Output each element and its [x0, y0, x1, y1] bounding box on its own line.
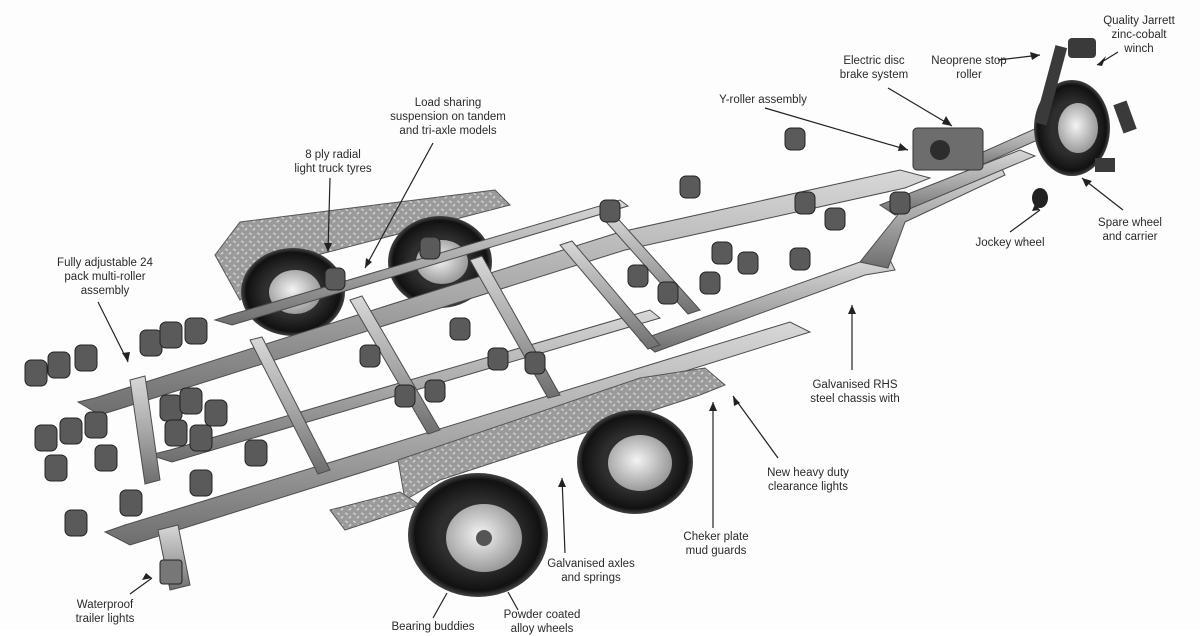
label-suspension: Load sharing suspension on tandem and tr…: [390, 97, 506, 137]
label-clearance: New heavy duty clearance lights: [767, 467, 849, 493]
winch-post: [1034, 38, 1137, 172]
jockey-wheel: [1032, 188, 1048, 208]
label-chassis: Galvanised RHS steel chassis with: [810, 379, 900, 405]
label-y-roller: Y-roller assembly: [719, 94, 807, 106]
label-brake: Electric disc brake system: [839, 55, 909, 81]
label-axles: Galvanised axles and springs: [547, 558, 635, 584]
label-buddies: Bearing buddies: [391, 621, 475, 633]
spare-wheel: [1034, 80, 1110, 176]
label-tyres: 8 ply radial light truck tyres: [294, 149, 372, 175]
label-jockey: Jockey wheel: [975, 237, 1045, 249]
chassis: [76, 119, 1061, 591]
label-alloy: Powder coated alloy wheels: [503, 609, 581, 635]
label-multi-roller: Fully adjustable 24 pack multi-roller as…: [57, 257, 153, 297]
label-mudguards: Cheker plate mud guards: [683, 531, 749, 557]
rollers: [24, 127, 911, 537]
tail-light: [159, 559, 183, 585]
label-tail-lights: Waterproof trailer lights: [75, 599, 135, 625]
front-tyres: [408, 410, 693, 597]
label-winch: Quality Jarrett zinc-cobalt winch: [1103, 15, 1175, 55]
arrowheads: [122, 52, 1106, 580]
label-stop-roller: Neoprene stop roller: [931, 55, 1007, 81]
label-spare-wheel: Spare wheel and carrier: [1098, 217, 1162, 243]
brake-unit: [912, 127, 984, 171]
